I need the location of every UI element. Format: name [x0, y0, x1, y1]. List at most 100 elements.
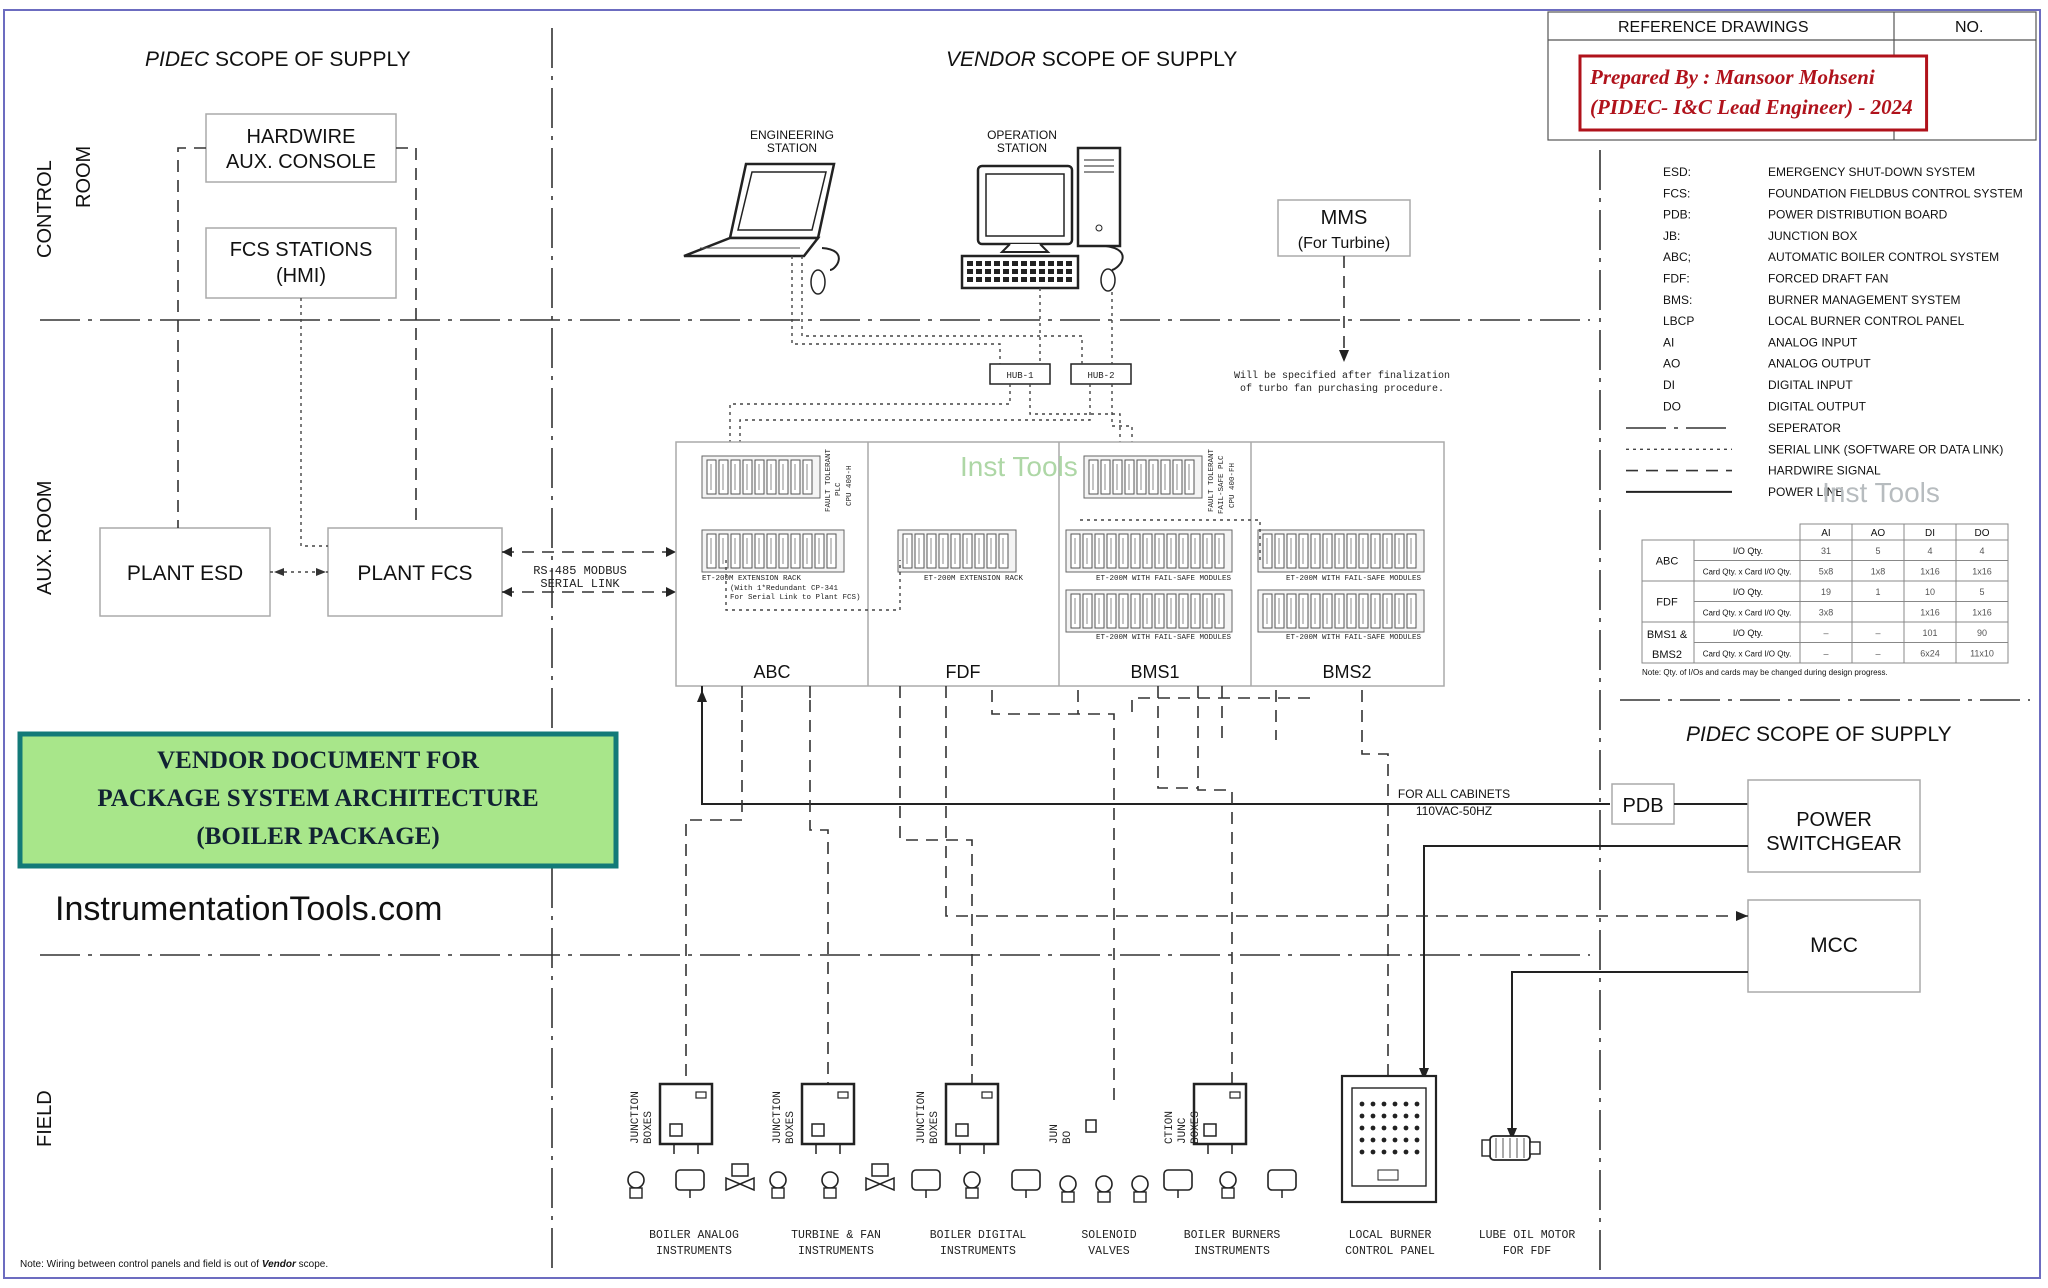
bms1-cpu-rack — [1083, 455, 1203, 499]
abc-rack-note2: For Serial Link to Plant FCS) — [730, 594, 861, 602]
tower-pc-icon — [1076, 146, 1122, 248]
transmitter-icon — [963, 1171, 981, 1199]
mcc-signal-arrow — [1736, 911, 1748, 921]
abc-cpu-label-3: CPU 400-H — [846, 465, 854, 506]
key-icon — [1048, 277, 1054, 282]
key-icon — [994, 261, 1000, 266]
fdf-cabinet-label: FDF — [946, 662, 981, 682]
io-cell: 1x16 — [1972, 608, 1992, 618]
switch-icon — [675, 1169, 705, 1198]
jb-label: JUNCTION — [630, 1091, 642, 1144]
transmitter-icon — [821, 1171, 839, 1199]
zone-label-field: FIELD — [34, 1090, 56, 1147]
mms-arrow — [1339, 350, 1349, 362]
io-cell: 4 — [1979, 546, 1984, 556]
valve-icon — [865, 1163, 895, 1192]
legend-line-desc: SERIAL LINK (SOFTWARE OR DATA LINK) — [1768, 442, 2003, 456]
io-header: DO — [1975, 528, 1990, 539]
reference-no-header: NO. — [1955, 19, 1983, 36]
local-burner-panel-icon — [1340, 1074, 1438, 1204]
legend-abbr: ABC; — [1663, 250, 1691, 264]
hub2-bms-link — [1111, 384, 1133, 446]
io-cell: 5x8 — [1819, 567, 1834, 577]
legend-abbr: FCS: — [1663, 186, 1690, 200]
legend-desc: FOUNDATION FIELDBUS CONTROL SYSTEM — [1768, 186, 2023, 200]
bms-cpu-label-1: FAULT TOLERANT — [1208, 448, 1216, 512]
plc-racks — [701, 455, 1425, 633]
key-icon — [1057, 261, 1063, 266]
key-icon — [1066, 277, 1072, 282]
jb-label: JUNCTION — [916, 1091, 928, 1144]
bms1-failsafe-rack-bottom — [1065, 589, 1233, 633]
aux-console-label: AUX. CONSOLE — [226, 151, 376, 173]
bms-bus — [1131, 690, 1311, 712]
zone-label-control: CONTROL — [34, 160, 56, 258]
io-header: DI — [1925, 528, 1935, 539]
engineering-label: ENGINEERING — [750, 128, 834, 142]
plant-fcs-box: PLANT FCS — [327, 527, 503, 617]
key-icon — [976, 269, 982, 274]
mcc-label: MCC — [1810, 934, 1858, 957]
vendor-cabinet: Inst Tools ET-200M EXTENSION RACK (With … — [675, 441, 1445, 687]
vendor-scope-heading: VENDOR SCOPE OF SUPPLY — [946, 48, 1237, 71]
switchgear-lbcp-power — [1423, 845, 1748, 1080]
abc-rack-note1: (With 1*Redundant CP-341 — [730, 585, 839, 593]
operation-station: OPERATION STATION — [960, 128, 1124, 292]
field-group-sublabel: INSTRUMENTS — [656, 1245, 732, 1258]
io-row-label: Card Qty. x Card I/O Qty. — [1703, 609, 1792, 618]
bms1-cabinet-label: BMS1 — [1130, 662, 1179, 682]
legend-desc: POWER DISTRIBUTION BOARD — [1768, 208, 1948, 222]
bms-cpu-label-2: FAIL-SAFE PLC — [1218, 455, 1226, 514]
legend-desc: ANALOG INPUT — [1768, 335, 1858, 349]
fdf-rack-label: ET-200M EXTENSION RACK — [924, 575, 1024, 583]
legend-abbr: BMS: — [1663, 293, 1692, 307]
io-cell: 6x24 — [1920, 649, 1940, 659]
reference-header: REFERENCE DRAWINGS — [1618, 19, 1809, 36]
power-line-cabinets — [701, 686, 1610, 805]
abc-cpu-rack — [701, 455, 821, 499]
field-group-label: TURBINE & FAN — [791, 1229, 881, 1242]
fdf-extension-rack — [897, 529, 1017, 573]
hub-2: HUB-2 — [1070, 363, 1132, 385]
io-cell: – — [1823, 628, 1828, 638]
io-row-label: I/O Qty. — [1733, 628, 1763, 638]
key-icon — [1003, 269, 1009, 274]
legend-desc: EMERGENCY SHUT-DOWN SYSTEM — [1768, 165, 1975, 179]
io-cell: 5 — [1979, 587, 1984, 597]
legend-desc: JUNCTION BOX — [1768, 229, 1857, 243]
abc-rack-label: ET-200M EXTENSION RACK — [702, 575, 802, 583]
key-icon — [1030, 261, 1036, 266]
transmitter-icon — [1059, 1175, 1077, 1203]
field-group-sublabel: INSTRUMENTS — [798, 1245, 874, 1258]
jb-label: BOXES — [929, 1111, 941, 1144]
plant-fcs-label: PLANT FCS — [357, 562, 472, 585]
io-row-label: I/O Qty. — [1733, 546, 1763, 556]
io-cell: 101 — [1922, 628, 1937, 638]
legend-abbr: FDF: — [1663, 272, 1690, 286]
key-icon — [967, 269, 973, 274]
field-group-label: LOCAL BURNER — [1349, 1229, 1432, 1242]
abbreviation-legend: ESD:EMERGENCY SHUT-DOWN SYSTEMFCS:FOUNDA… — [1663, 165, 2023, 413]
key-icon — [1039, 277, 1045, 282]
serial-link-label: SERIAL LINK — [540, 577, 620, 591]
field-group-sublabel: CONTROL PANEL — [1345, 1245, 1435, 1258]
switchgear-label: SWITCHGEAR — [1766, 833, 1902, 855]
banner-line3: (BOILER PACKAGE) — [196, 823, 439, 850]
bms1-rack-label-top: ET-200M WITH FAIL-SAFE MODULES — [1096, 575, 1232, 583]
mouse-icon-2 — [1100, 268, 1116, 292]
engineering-station-label: STATION — [767, 141, 817, 155]
operation-label: OPERATION — [987, 128, 1057, 142]
io-cell: 19 — [1821, 587, 1831, 597]
transmitter-icon — [1095, 1175, 1113, 1203]
io-cell: 11x10 — [1970, 649, 1994, 659]
bms2-cabinet-label: BMS2 — [1322, 662, 1371, 682]
legend-line-desc: HARDWIRE SIGNAL — [1768, 464, 1881, 478]
fdf-mcc-signal — [945, 686, 1748, 917]
transmitter-icon — [1219, 1171, 1237, 1199]
legend-line-desc: POWER LINE — [1768, 485, 1843, 499]
legend-abbr: DO — [1663, 399, 1681, 413]
transmitter-icon — [1131, 1175, 1149, 1203]
